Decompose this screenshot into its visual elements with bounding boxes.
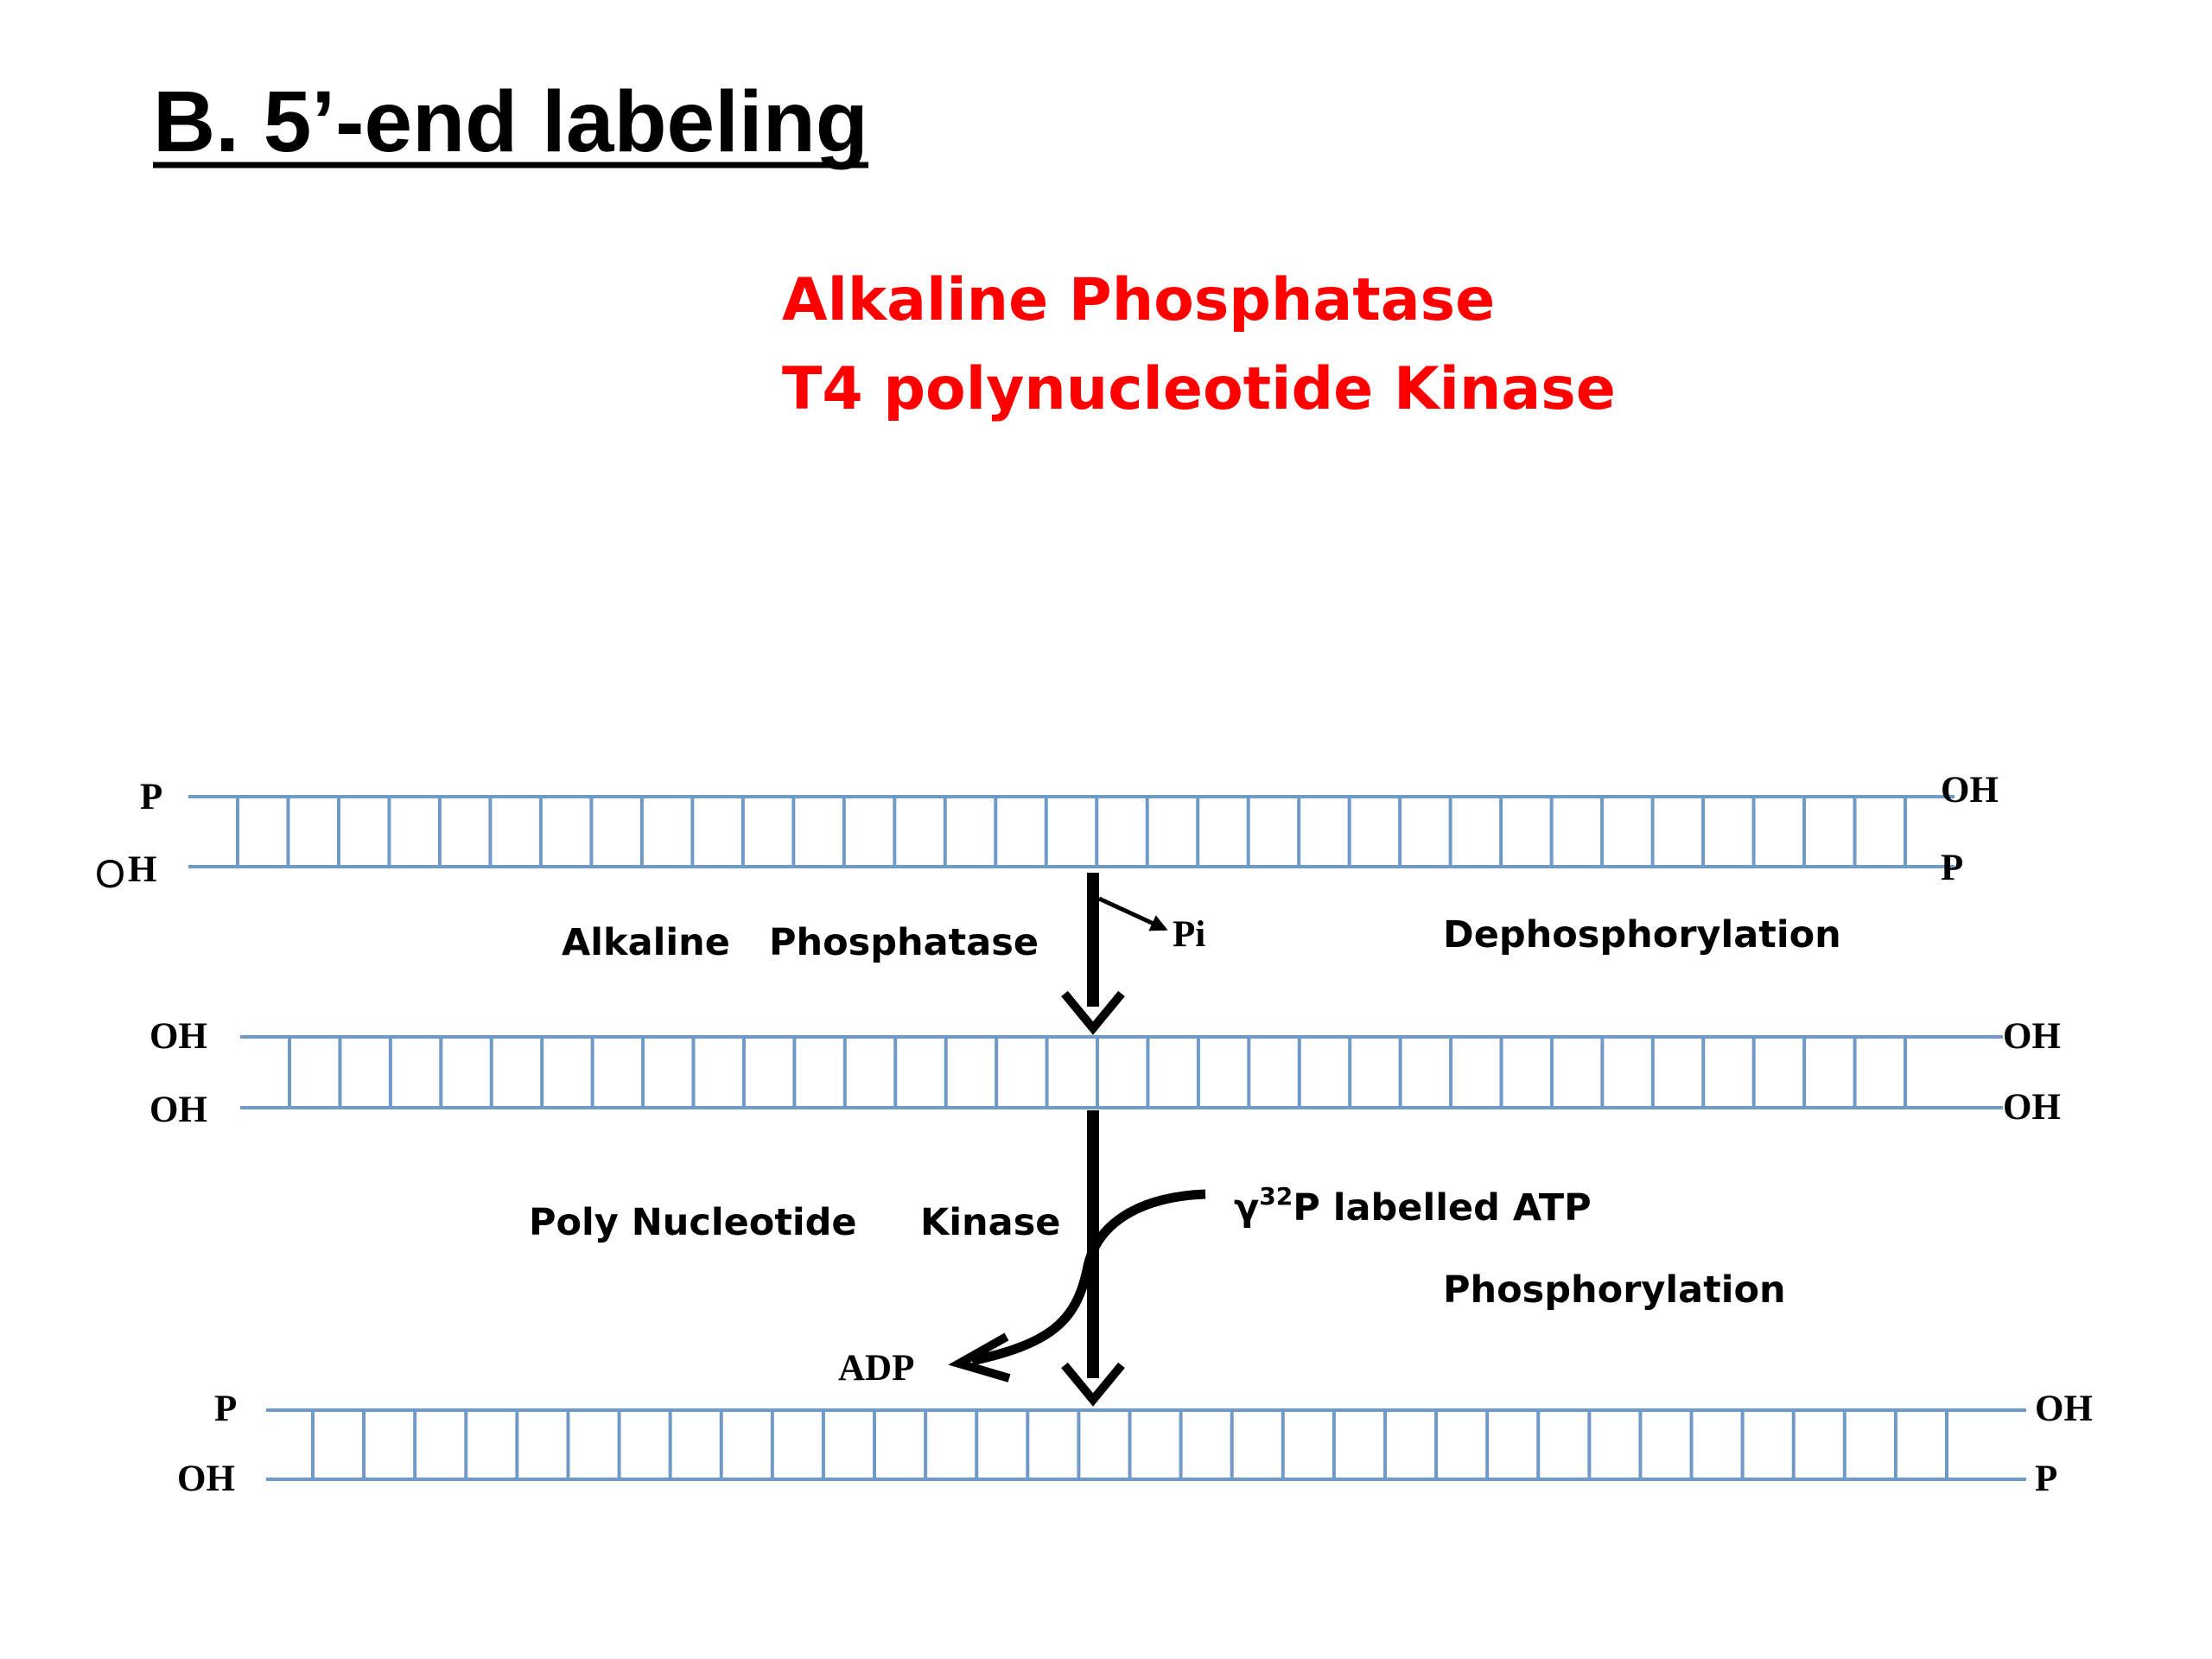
step2-byproduct-label: ADP [838,1348,914,1389]
step2-donor-label: γ32P labelled ATP [1234,1182,1592,1230]
step1-down-arrow-head [1061,990,1125,1035]
top-upper-left-label: P [140,777,162,817]
step1-enzyme-word2: Phosphatase [769,921,1039,964]
dna-duplex-middle [240,1035,2003,1109]
top-lower-left-h-label: H [128,849,156,890]
donor-gamma: γ [1234,1186,1259,1230]
step2-enzyme-word2: Kinase [920,1201,1060,1244]
middle-upper-left-label: OH [149,1016,207,1057]
middle-lower-left-label: OH [149,1090,207,1130]
enzyme-heading-alkaline-phosphatase: Alkaline Phosphatase [782,266,1495,334]
donor-suffix: P labelled ATP [1293,1186,1591,1230]
atp-to-adp-curve [970,1189,1206,1366]
dna-duplex-top [188,795,1955,868]
enzyme-heading-t4-kinase: T4 polynucleotide Kinase [782,355,1616,423]
slide-title: B. 5’-end labeling [153,73,868,170]
step2-enzyme-word1: Poly Nucleotide [529,1201,857,1244]
bottom-lower-left-label: OH [177,1459,235,1499]
top-lower-right-label: P [1941,848,1963,888]
step2-down-arrow-head [1061,1362,1125,1407]
top-upper-right-label: OH [1941,770,1999,810]
step1-enzyme-word1: Alkaline [562,921,730,964]
bottom-upper-right-label: OH [2035,1389,2093,1429]
middle-lower-right-label: OH [2003,1087,2061,1128]
adp-arrow-head [948,1332,1011,1382]
step1-process-label: Dephosphorylation [1443,913,1841,957]
pi-branch-arrow [1097,896,1168,931]
step1-byproduct-label: Pi [1173,914,1205,955]
donor-isotope-superscript: 32 [1259,1182,1293,1211]
middle-upper-right-label: OH [2003,1016,2061,1057]
step2-process-label: Phosphorylation [1443,1268,1786,1312]
bottom-upper-left-label: P [214,1389,237,1429]
top-lower-left-o-label: O [95,852,125,896]
bottom-lower-right-label: P [2035,1459,2057,1499]
dna-duplex-bottom [266,1408,2026,1481]
